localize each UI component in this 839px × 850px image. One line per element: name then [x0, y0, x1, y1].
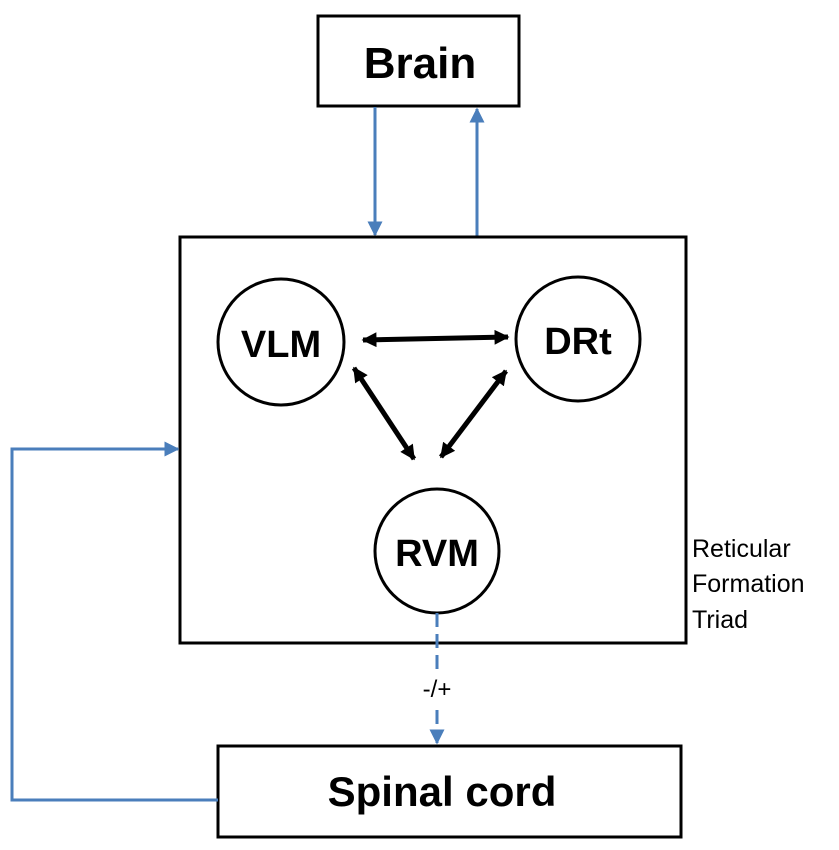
vlm-node: VLM [216, 277, 346, 407]
drt-node: DRt [514, 275, 642, 403]
triad-label-line-2: Formation [692, 570, 805, 598]
triad-label: Reticular Formation Triad [692, 535, 805, 634]
triad-label-line-1: Reticular [692, 535, 791, 563]
vlm-label: VLM [241, 324, 321, 366]
rvm-node: RVM [373, 487, 501, 615]
vlm-drt-arrow [361, 329, 510, 348]
triad-label-line-3: Triad [692, 606, 748, 634]
drt-rvm-arrow [439, 369, 508, 459]
modulation-label: -/+ [423, 676, 452, 703]
vlm-rvm-arrow [351, 366, 417, 461]
spinal-feedback-arrow [10, 441, 218, 802]
spinal-cord-label: Spinal cord [328, 768, 557, 815]
brain-label: Brain [364, 39, 476, 88]
rvm-label: RVM [395, 533, 479, 575]
spinal-cord-box: Spinal cord [216, 744, 683, 839]
brain-box: Brain [316, 14, 521, 108]
drt-label: DRt [544, 321, 612, 363]
